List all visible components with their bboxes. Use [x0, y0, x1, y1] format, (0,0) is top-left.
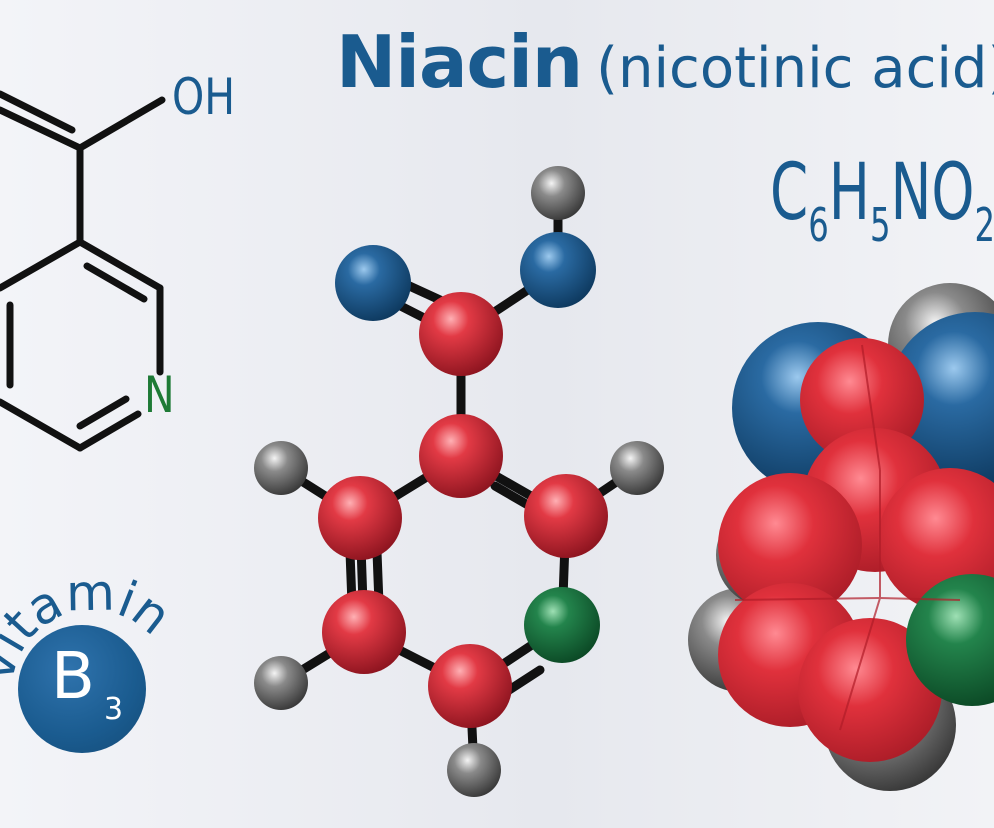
- formula-o-count: 2: [974, 198, 994, 252]
- vitamin-badge: B 3: [18, 625, 146, 753]
- skeletal-formula: [0, 90, 166, 452]
- atom-carbon: [322, 590, 406, 674]
- ball-and-stick-model: [254, 166, 664, 797]
- atom-oxygen: [335, 245, 411, 321]
- title-sub: (nicotinic acid): [596, 36, 994, 101]
- atom-carbon: [524, 474, 608, 558]
- formula-o: O: [931, 148, 975, 238]
- formula-c-count: 6: [808, 198, 829, 252]
- formula-h: H: [828, 148, 870, 238]
- atom-hydrogen: [254, 441, 308, 495]
- vitamin-letter: B: [51, 640, 95, 714]
- atom-carbon: [318, 476, 402, 560]
- atom-carbon: [419, 292, 503, 376]
- sf-carbon: [798, 618, 942, 762]
- oh-label: OH: [172, 68, 236, 126]
- chemical-formula: C6H5NO2: [770, 148, 994, 252]
- atom-carbon: [419, 414, 503, 498]
- atom-carbon: [428, 644, 512, 728]
- atom-hydrogen: [610, 441, 664, 495]
- atom-nitrogen: [524, 587, 600, 663]
- page-title: Niacin(nicotinic acid): [336, 20, 994, 104]
- formula-h-count: 5: [869, 198, 891, 252]
- space-filling-model: [688, 283, 994, 791]
- formula-c: C: [770, 148, 809, 238]
- sf-nitrogen: [906, 574, 994, 706]
- atom-hydrogen: [447, 743, 501, 797]
- atom-hydrogen: [254, 656, 308, 710]
- sf-carbon: [718, 473, 862, 617]
- title-main: Niacin: [336, 20, 583, 104]
- atom-hydrogen: [531, 166, 585, 220]
- vitamin-number: 3: [104, 692, 124, 727]
- n-label: N: [144, 366, 175, 424]
- atom-oxygen: [520, 232, 596, 308]
- formula-n: N: [890, 148, 932, 238]
